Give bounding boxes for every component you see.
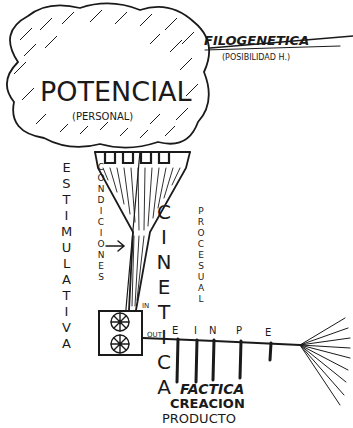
potential-cloud: POTENCIAL (PERSONAL) xyxy=(0,0,212,152)
output-ticks xyxy=(177,339,271,382)
result-label: CREACION xyxy=(170,397,245,410)
vertical-label: PROCESUAL xyxy=(196,206,205,305)
vertical-label: CONDICIONES xyxy=(96,162,105,283)
cloud-outline xyxy=(0,0,212,152)
funnel-cups xyxy=(105,152,169,163)
funnel-rim xyxy=(95,151,190,153)
stage-letter: E xyxy=(172,326,178,336)
node-title: POTENCIAL xyxy=(40,78,192,105)
stage-letter: I xyxy=(194,326,197,336)
stage-letter: E xyxy=(265,328,271,338)
note-label: (POSIBILIDAD H.) xyxy=(222,54,290,62)
node-subtitle: (PERSONAL) xyxy=(72,112,133,122)
gear-symbols xyxy=(111,313,129,353)
funnel-stem xyxy=(126,152,140,310)
output-fan xyxy=(300,318,350,405)
result-label: FACTICA xyxy=(180,382,244,396)
condition-arrow xyxy=(106,241,124,251)
vertical-label: ESTIMULATIVA xyxy=(60,160,73,352)
funnel-left xyxy=(95,152,133,310)
heading-label: FILOGENETICA xyxy=(204,34,309,47)
stage-letter: N xyxy=(209,326,216,336)
vertical-label: CINETICA xyxy=(154,200,174,400)
port-label: IN xyxy=(142,303,149,310)
stage-letter: P xyxy=(236,326,242,336)
result-label: PRODUCTO xyxy=(162,412,236,425)
process-box: INOUT xyxy=(98,310,143,356)
